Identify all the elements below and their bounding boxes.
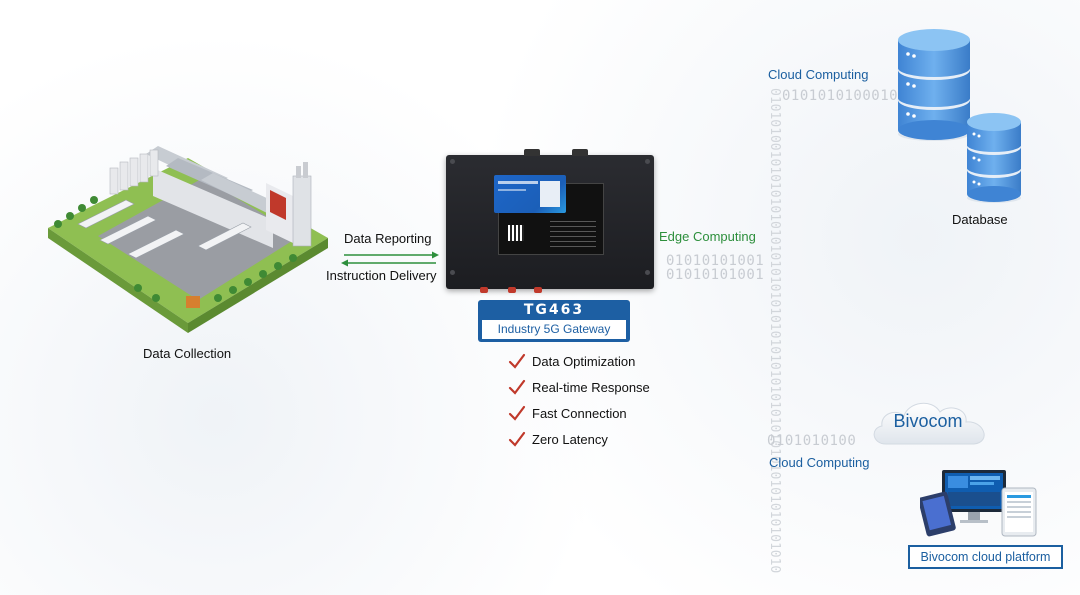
feature-item: Data Optimization	[508, 348, 650, 374]
checkmark-icon	[508, 431, 526, 447]
screw	[645, 159, 650, 164]
antenna-connector	[524, 149, 540, 156]
bidirectional-arrows	[341, 251, 439, 267]
edge-computing-label: Edge Computing	[659, 229, 756, 244]
gateway-model: TG463	[523, 302, 585, 318]
device-sticker	[494, 175, 566, 213]
feature-label: Real-time Response	[532, 379, 650, 395]
gateway-badge: TG463 Industry 5G Gateway	[478, 300, 630, 342]
screw	[450, 159, 455, 164]
feature-label: Zero Latency	[532, 431, 608, 447]
data-collection-label: Data Collection	[143, 346, 232, 361]
led-indicator	[508, 287, 516, 293]
database-icon	[967, 113, 1021, 203]
feature-item: Real-time Response	[508, 374, 650, 400]
gateway-subtitle: Industry 5G Gateway	[482, 320, 626, 339]
data-reporting-label: Data Reporting	[344, 231, 432, 246]
checkmark-icon	[508, 405, 526, 421]
bivocom-cloud-platform-label: Bivocom cloud platform	[908, 545, 1063, 569]
checkmark-icon	[508, 379, 526, 395]
database-label: Database	[952, 212, 1008, 227]
led-indicator	[534, 287, 542, 293]
checkmark-icon	[508, 353, 526, 369]
screw	[645, 270, 650, 275]
vertical-binary: 0101010010101010101010101010101010101010…	[767, 88, 782, 574]
feature-label: Data Optimization	[532, 353, 636, 369]
feature-item: Zero Latency	[508, 426, 650, 452]
database-icon	[898, 29, 970, 141]
edge-binary-2: 01010101001	[666, 267, 765, 283]
feature-item: Fast Connection	[508, 400, 650, 426]
screw	[450, 270, 455, 275]
led-indicator	[480, 287, 488, 293]
factory-icon	[48, 146, 328, 333]
instruction-delivery-label: Instruction Delivery	[326, 268, 437, 283]
cloud-icon	[873, 402, 985, 445]
feature-checklist: Data Optimization Real-time Response Fas…	[508, 348, 650, 452]
spec-table	[550, 221, 596, 249]
qr-code-icon	[508, 225, 524, 241]
cloud-bottom-binary: 0101010100	[767, 433, 857, 449]
edge-binary-1: 01010101001	[666, 253, 765, 269]
cloud-computing-top-label: Cloud Computing	[768, 67, 869, 82]
antenna-connector	[572, 149, 588, 156]
cloud-platform-icon	[920, 470, 1037, 537]
gateway-device	[446, 149, 654, 293]
cloud-computing-bottom-label: Cloud Computing	[769, 455, 870, 470]
cloud-top-binary: 0101010100010	[782, 88, 899, 104]
feature-label: Fast Connection	[532, 405, 627, 421]
bivocom-brand: Bivocom	[893, 411, 963, 431]
